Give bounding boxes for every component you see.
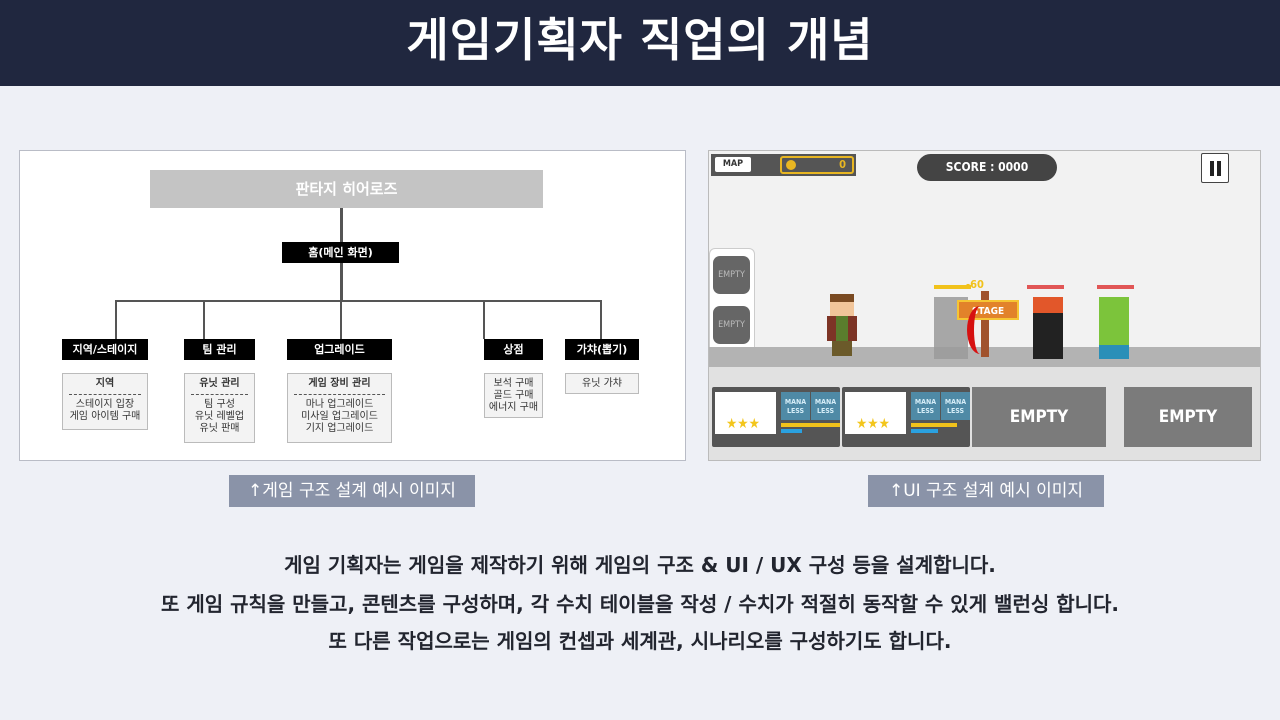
root-node: 판타지 히어로즈 xyxy=(150,170,543,208)
map-button[interactable]: MAP xyxy=(715,157,751,172)
category-team: 팀 관리 xyxy=(184,339,255,360)
category-region: 지역/스테이지 xyxy=(62,339,148,360)
unit-card[interactable]: ★★★ MANA LESS MANA LESS xyxy=(842,387,970,447)
pause-icon xyxy=(1210,161,1214,176)
mana-skill[interactable]: MANA LESS xyxy=(811,392,840,420)
mana-skill[interactable]: MANA LESS xyxy=(911,392,940,420)
category-shop: 상점 xyxy=(484,339,543,360)
sub-shop: 보석 구매 골드 구매 에너지 구매 xyxy=(484,373,543,418)
sub-upgrade: 게임 장비 관리 마나 업그레이드 미사일 업그레이드 기지 업그레이드 xyxy=(287,373,392,443)
category-gacha: 가챠(뽑기) xyxy=(565,339,639,360)
mana-skill[interactable]: MANA LESS xyxy=(781,392,810,420)
side-slot[interactable]: EMPTY xyxy=(713,306,750,344)
side-slot[interactable]: EMPTY xyxy=(713,256,750,294)
hero-character xyxy=(827,294,857,360)
slash-effect xyxy=(967,306,993,354)
home-node: 홈(메인 화면) xyxy=(282,242,399,263)
left-caption: ↑게임 구조 설계 예시 이미지 xyxy=(229,475,475,507)
coin-icon xyxy=(786,160,796,170)
sub-region: 지역 스테이지 입장 게임 아이템 구매 xyxy=(62,373,148,430)
game-ui-screenshot: MAP 0 SCORE : 0000 EMPTY EMPTY -60 STAGE… xyxy=(708,150,1261,461)
page-title: 게임기획자 직업의 개념 xyxy=(0,0,1280,86)
hp-bar xyxy=(911,423,957,427)
hp-bar xyxy=(781,423,840,427)
zombie-enemy xyxy=(1099,297,1129,359)
right-caption: ↑UI 구조 설계 예시 이미지 xyxy=(868,475,1104,507)
unit-card[interactable]: ★★★ MANA LESS MANA LESS xyxy=(712,387,840,447)
sub-team: 유닛 관리 팀 구성 유닛 레벨업 유닛 판매 xyxy=(184,373,255,443)
body-line: 또 다른 작업으로는 게임의 컨셉과 세계관, 시나리오를 구성하기도 합니다. xyxy=(328,629,952,653)
fire-enemy xyxy=(1033,297,1063,359)
empty-card[interactable]: EMPTY xyxy=(1124,387,1252,447)
sub-gacha: 유닛 가챠 xyxy=(565,373,639,394)
body-line: 게임 기획자는 게임을 제작하기 위해 게임의 구조 & UI / UX 구성 … xyxy=(284,553,996,577)
score-display: SCORE : 0000 xyxy=(917,154,1057,181)
star-rating: ★★★ xyxy=(726,416,760,432)
game-structure-diagram: 판타지 히어로즈 홈(메인 화면) 지역/스테이지 팀 관리 업그레이드 상점 … xyxy=(19,150,686,461)
category-upgrade: 업그레이드 xyxy=(287,339,392,360)
mana-skill[interactable]: MANA LESS xyxy=(941,392,970,420)
mp-bar xyxy=(781,429,802,433)
empty-card[interactable]: EMPTY xyxy=(972,387,1106,447)
damage-number: -60 xyxy=(966,278,984,291)
coin-counter: 0 xyxy=(780,156,854,174)
pause-button[interactable] xyxy=(1201,153,1229,183)
star-rating: ★★★ xyxy=(856,416,890,432)
body-line: 또 게임 규칙을 만들고, 콘텐츠를 구성하며, 각 수치 테이블을 작성 / … xyxy=(160,592,1120,616)
mp-bar xyxy=(911,429,938,433)
